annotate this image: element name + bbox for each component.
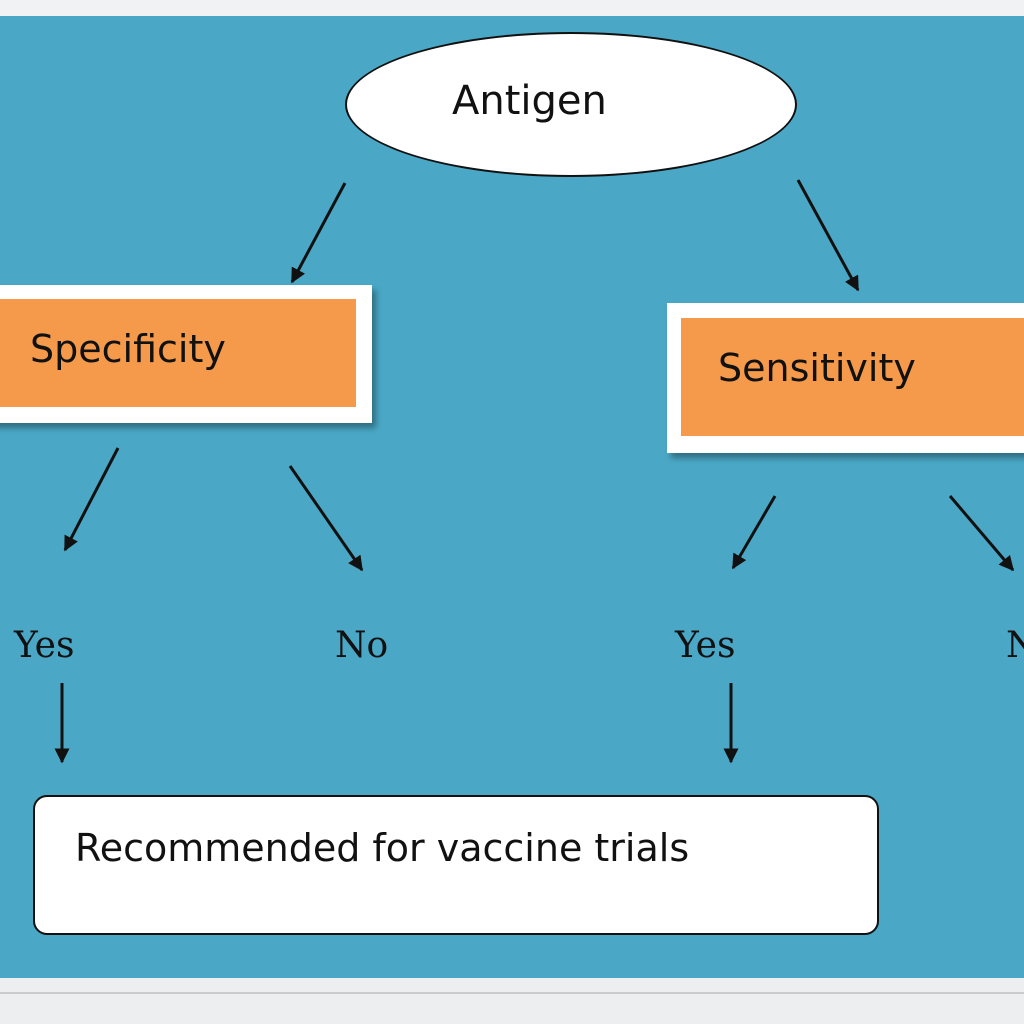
specificity-no-label: No [335, 625, 389, 666]
antigen-label: Antigen [452, 78, 607, 124]
sensitivity-label: Sensitivity [718, 346, 916, 390]
arrow-antigen-to-specificity [290, 182, 347, 284]
specificity-fill [0, 299, 356, 407]
arrow-antigen-to-sensitivity [796, 179, 860, 292]
result-node [33, 795, 879, 935]
sensitivity-fill [681, 318, 1024, 436]
bottom-divider [0, 992, 1024, 994]
specificity-label: Specificity [30, 327, 226, 371]
bottom-band [0, 978, 1024, 1024]
arrow-specificity-to-yes [63, 447, 120, 552]
specificity-yes-label: Yes [14, 625, 75, 666]
arrow-sensitivity-to-no [948, 495, 1015, 572]
result-label: Recommended for vaccine trials [75, 826, 690, 870]
sensitivity-no-label: N [1006, 625, 1024, 666]
arrow-specificity-to-no [288, 465, 364, 572]
arrow-sensitivity-to-yes [731, 495, 777, 570]
antigen-node [345, 32, 797, 177]
sensitivity-yes-label: Yes [675, 625, 736, 666]
